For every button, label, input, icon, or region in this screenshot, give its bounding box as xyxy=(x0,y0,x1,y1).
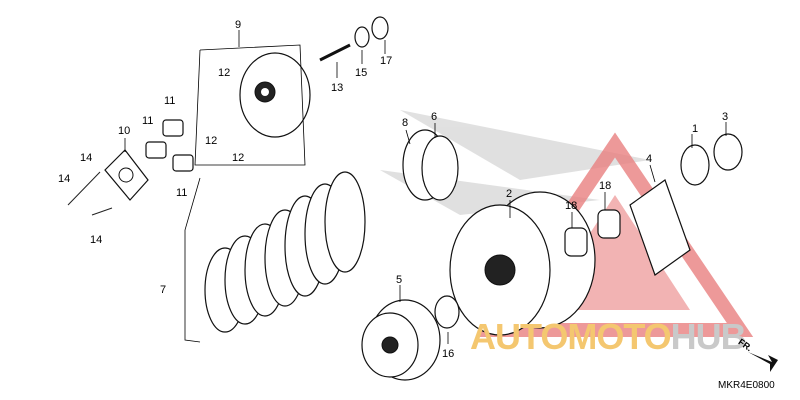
callout-14b: 14 xyxy=(58,173,70,185)
callout-18b: 18 xyxy=(565,200,577,212)
bearing-3 xyxy=(713,133,743,171)
front-arrow-icon xyxy=(748,352,778,372)
callout-10: 10 xyxy=(118,125,130,137)
clutch-outer xyxy=(449,191,596,336)
callout-12c: 12 xyxy=(232,152,244,164)
callout-5: 5 xyxy=(396,274,402,286)
callout-labels: 1 2 3 4 5 6 7 8 9 10 11 11 11 12 12 12 1… xyxy=(58,19,728,360)
callout-18a: 18 xyxy=(599,180,611,192)
callout-6: 6 xyxy=(431,111,437,123)
plate-7 xyxy=(324,171,366,273)
callout-12b: 12 xyxy=(205,135,217,147)
callout-1: 1 xyxy=(692,123,698,135)
watermark-word-1: AUTOMOTO xyxy=(470,316,672,357)
needle-bearing-a xyxy=(564,227,588,257)
callout-11a: 11 xyxy=(164,95,175,107)
o-ring-6 xyxy=(421,135,459,201)
callout-12a: 12 xyxy=(218,67,230,79)
needle-bearing-b xyxy=(597,209,621,239)
clutch-center xyxy=(361,299,441,381)
callout-14a: 14 xyxy=(80,152,92,164)
callout-9: 9 xyxy=(235,19,241,31)
bolts xyxy=(67,171,113,216)
callout-3: 3 xyxy=(722,111,728,123)
callout-11c: 11 xyxy=(176,187,187,199)
bracket-9 xyxy=(194,44,306,166)
washer-16 xyxy=(434,295,460,329)
callout-15: 15 xyxy=(355,67,367,79)
diagram-code: MKR4E0800 xyxy=(718,380,775,391)
callout-8: 8 xyxy=(402,117,408,129)
bearing-1 xyxy=(680,144,710,186)
clutch-plates xyxy=(204,171,366,333)
callout-14c: 14 xyxy=(90,234,102,246)
lifter-shaft xyxy=(319,16,389,62)
leader-lines xyxy=(124,30,727,344)
callout-4: 4 xyxy=(646,153,652,165)
callout-16: 16 xyxy=(442,348,454,360)
callout-2: 2 xyxy=(506,188,512,200)
callout-11b: 11 xyxy=(142,115,153,127)
watermark-word-2: HUB xyxy=(670,316,747,357)
springs xyxy=(145,119,194,172)
sleeve-4 xyxy=(629,179,691,276)
callout-17: 17 xyxy=(380,55,392,67)
bracket-7 xyxy=(184,177,201,343)
callout-7: 7 xyxy=(160,284,166,296)
clutch-cover xyxy=(239,52,311,138)
callout-13: 13 xyxy=(331,82,343,94)
watermark-brand: AUTOMOTOHUB xyxy=(470,316,747,358)
